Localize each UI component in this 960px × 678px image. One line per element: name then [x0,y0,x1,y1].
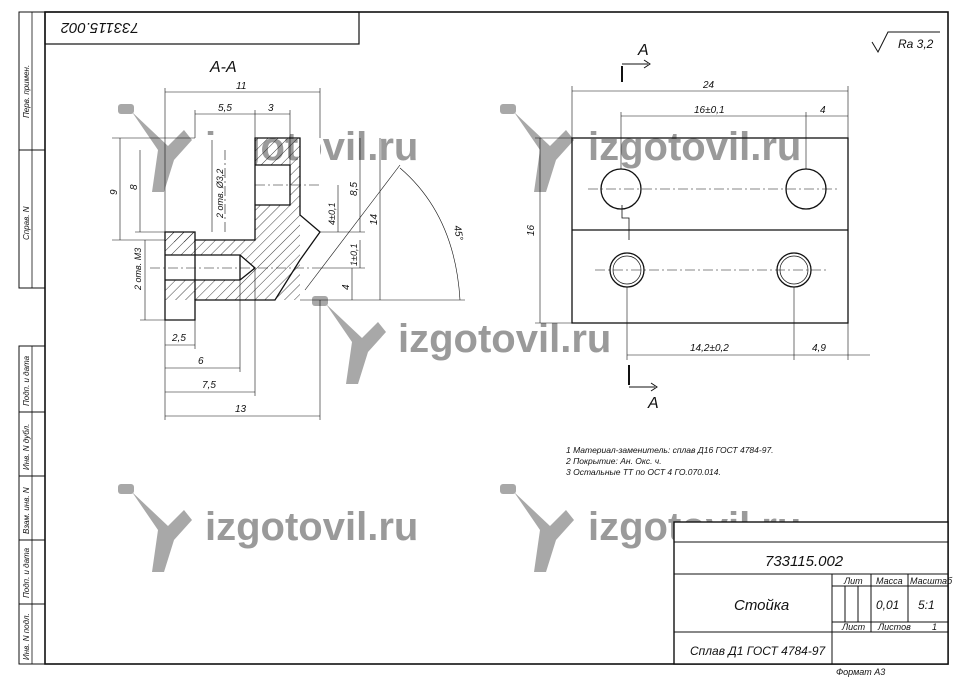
dim-16-01: 16±0,1 [694,105,725,116]
dim-4: 4 [341,284,352,290]
side-label: Подп. и дата [22,355,31,406]
dim-8-5: 8,5 [349,182,360,196]
dim-6: 6 [198,356,204,367]
label-sheet: Лист [841,622,866,632]
side-labels: Перв. примен. Справ. N Подп. и дата Инв.… [22,65,31,660]
watermark-logo-icon [118,484,192,572]
watermark-logo-icon [118,104,192,192]
value-sheets: 1 [932,622,937,632]
note-line: 3 Остальные ТТ по ОСТ 4 ГО.070.014. [566,467,721,477]
watermark-text: izgotovil.ru [398,317,611,361]
value-mass: 0,01 [876,598,899,612]
section-title: А-А [209,59,237,76]
value-scale: 5:1 [918,598,935,612]
dim-16: 16 [526,224,537,236]
sheet-frame [18,11,949,665]
dim-2-5: 2,5 [171,333,186,344]
label-scale: Масштаб [910,576,953,586]
dim-8: 8 [129,184,140,190]
side-label: Инв. N дубл. [22,424,31,470]
title-block: 733115.002 Стойка Сплав Д1 ГОСТ 4784-97 … [673,521,953,665]
title-designation: 733115.002 [765,553,844,570]
dim-14: 14 [369,213,380,225]
side-label: Справ. N [22,206,31,240]
dim-14-2: 14,2±0,2 [690,343,729,354]
watermark-text: izgotovil.ru [205,505,418,549]
dim-1-01: 1±0,1 [349,244,359,266]
top-stamp: 733115.002 [60,19,139,36]
dim-11: 11 [236,81,246,92]
cut-label-bottom: А [647,395,659,412]
roughness-icon [871,31,940,54]
plan-view: А А 24 16±0,1 4 16 14,2±0,2 4,9 [526,42,870,412]
title-material: Сплав Д1 ГОСТ 4784-97 [690,644,827,658]
watermark-logo-icon [500,484,574,572]
sheet-format: Формат А3 [836,667,885,677]
dim-4-plan: 4 [820,105,826,116]
dim-3: 3 [268,103,274,114]
watermark-text: izgotovil.ru [588,125,801,169]
label-sheets: Листов [877,622,911,632]
title-name: Стойка [734,597,789,614]
cut-label-top: А [637,42,649,59]
note-line: 2 Покрытие: Ан. Окс. ч. [565,456,662,466]
watermark-logo-icon [500,104,574,192]
section-view: А-А [109,59,465,420]
dim-7-5: 7,5 [202,380,216,391]
dim-24: 24 [702,80,715,91]
watermark-logo-icon [312,296,386,384]
dim-9: 9 [109,189,120,195]
technical-notes: 1 Материал-заменитель: сплав Д16 ГОСТ 47… [565,445,774,477]
side-label: Взам. инв. N [22,487,31,534]
side-label: Инв. N подл. [22,613,31,660]
dim-hole-top: 2 отв. Ø3,2 [215,169,225,219]
dim-5-5: 5,5 [218,103,232,114]
roughness-mark: Ra 3,2 [871,31,940,54]
dim-angle-45: 45° [451,225,464,242]
label-lit: Лит [843,576,863,586]
dim-hole-bottom: 2 отв. М3 [133,248,143,291]
label-mass: Масса [876,576,903,586]
note-line: 1 Материал-заменитель: сплав Д16 ГОСТ 47… [566,445,774,455]
side-label: Подп. и дата [22,547,31,598]
dim-13: 13 [235,404,247,415]
roughness-value: Ra 3,2 [898,37,934,51]
side-label: Перв. примен. [22,65,31,118]
dim-4-01: 4±0,1 [327,203,337,225]
dim-4-9: 4,9 [812,343,826,354]
